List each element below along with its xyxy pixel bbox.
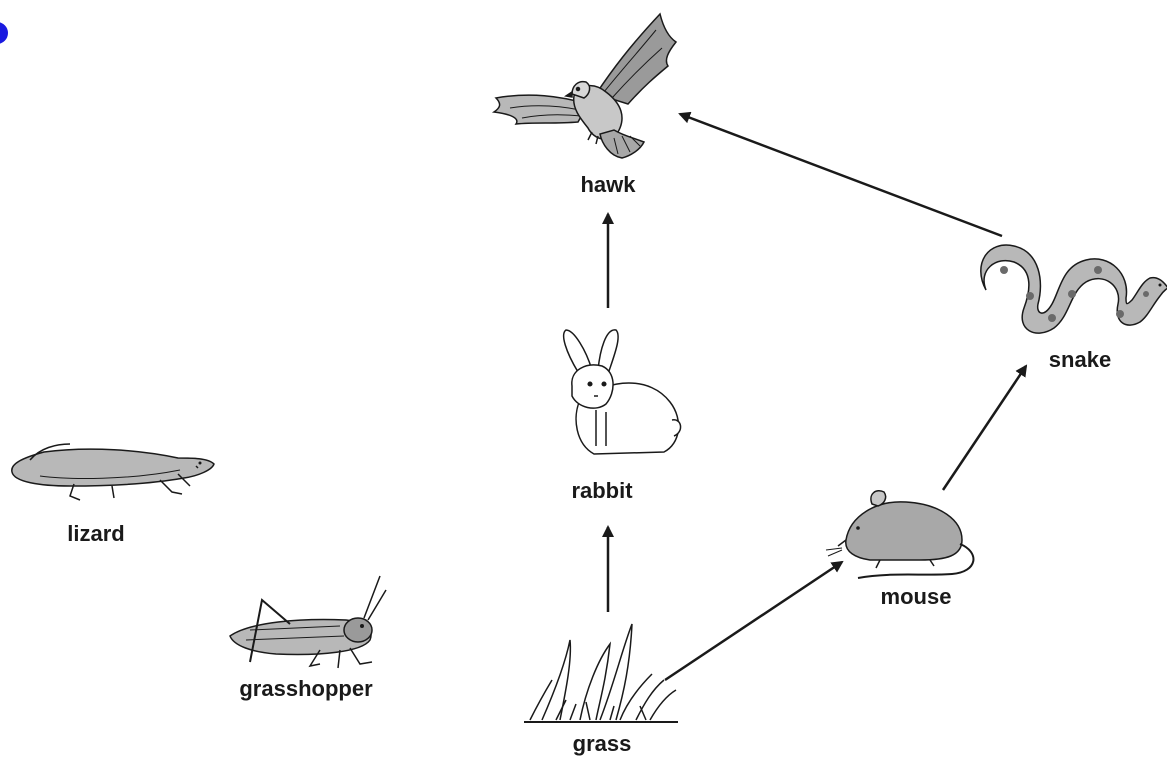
rabbit-label: rabbit — [571, 480, 632, 502]
snake-label: snake — [1049, 349, 1111, 371]
snake-icon — [981, 245, 1167, 333]
rabbit-icon — [564, 330, 681, 454]
mouse-label: mouse — [881, 586, 952, 608]
lizard-label: lizard — [67, 523, 124, 545]
hawk-icon — [494, 14, 676, 158]
lizard-icon — [12, 444, 214, 500]
hawk-label: hawk — [580, 174, 635, 196]
arrow-mouse-to-snake — [943, 366, 1026, 490]
mouse-icon — [826, 491, 973, 578]
arrow-grass-to-mouse — [665, 562, 842, 680]
arrow-snake-to-hawk — [680, 114, 1002, 236]
grass-icon — [524, 624, 678, 722]
grasshopper-label: grasshopper — [239, 678, 372, 700]
grasshopper-icon — [230, 576, 386, 668]
grass-label: grass — [573, 733, 632, 755]
